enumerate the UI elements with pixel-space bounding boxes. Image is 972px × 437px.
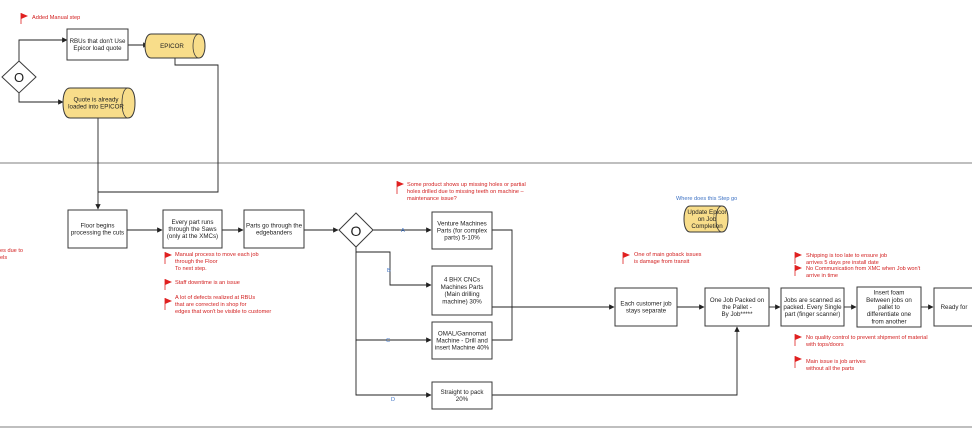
note-xmc-communication: No Communication from XMC when Job won't… — [794, 265, 921, 279]
svg-text:A lot of defects realized at R: A lot of defects realized at RBUs — [175, 295, 255, 301]
edge-omal-to-separate — [492, 307, 513, 341]
svg-text:arrives 5 days pre install dat: arrives 5 days pre install date — [806, 260, 879, 266]
svg-text:through the Floor: through the Floor — [175, 259, 218, 265]
edge-gate-to-bhx — [355, 245, 432, 288]
svg-text:that are corrected in shop for: that are corrected in shop for — [175, 302, 247, 308]
svg-text:No quality control to prevent: No quality control to prevent shipment o… — [806, 335, 928, 341]
svg-text:To next step.: To next step. — [175, 266, 207, 272]
note-manual-process: Manual process to move each job through … — [164, 252, 259, 272]
note-left-cut: es due to els — [0, 248, 23, 261]
svg-text:els: els — [0, 255, 7, 261]
node-epicor-label: EPICOR — [160, 43, 184, 50]
node-ready[interactable]: Ready for — [933, 287, 972, 327]
svg-text:Staff downtime is an issue: Staff downtime is an issue — [175, 280, 240, 286]
edge-label-a: A — [401, 228, 405, 234]
edge-straight-to-pallet — [492, 326, 740, 396]
svg-text:without all the parts: without all the parts — [805, 366, 854, 372]
note-staff-downtime: Staff downtime is an issue — [164, 279, 240, 290]
svg-text:No Communication from XMC when: No Communication from XMC when Job won't — [806, 266, 921, 272]
note-goback: One of main goback issues is damage from… — [622, 252, 702, 265]
svg-text:es due to: es due to — [0, 248, 23, 254]
gateway-top[interactable]: O — [1, 60, 37, 94]
svg-text:is damage from transit: is damage from transit — [634, 259, 690, 265]
gateway-mid[interactable]: O — [338, 212, 374, 248]
note-main-issue: Main issue is job arrives without all th… — [794, 356, 866, 372]
note-defects: A lot of defects realized at RBUs that a… — [164, 295, 271, 315]
svg-text:Manual process to move each jo: Manual process to move each job — [175, 252, 259, 258]
edge-venture-to-separate — [492, 229, 513, 307]
gateway-top-label: O — [14, 70, 24, 85]
gateway-mid-label: O — [351, 223, 362, 239]
svg-text:holes drilled due to missing t: holes drilled due to missing teeth on ma… — [407, 189, 524, 195]
edge-gate-to-straight — [355, 340, 432, 398]
edge-gate-to-omal — [355, 252, 432, 343]
svg-text:arrive in time: arrive in time — [806, 273, 838, 279]
svg-text:One of main goback issues: One of main goback issues — [634, 252, 702, 258]
svg-text:Some product shows up missing: Some product shows up missing holes or p… — [407, 182, 526, 188]
edge-label-c: C — [386, 338, 390, 344]
svg-text:Main issue is job arrives: Main issue is job arrives — [806, 359, 866, 365]
edge-epicor-to-floor — [98, 58, 219, 193]
svg-text:Added Manual step: Added Manual step — [32, 15, 80, 21]
note-shipping: Shipping is too late to ensure job arriv… — [794, 252, 887, 266]
edge-gate-to-quote — [18, 93, 64, 105]
svg-text:edges that won't be visible to: edges that won't be visible to customer — [175, 309, 271, 315]
node-epicor[interactable]: EPICOR — [144, 33, 206, 59]
note-where-step: Where does this Step go — [676, 196, 737, 202]
svg-text:maintenance issue?: maintenance issue? — [407, 196, 457, 202]
edge-label-b: B — [387, 268, 391, 274]
node-ready-label: Ready for — [941, 304, 968, 311]
edge-gate-to-rbus — [18, 37, 68, 61]
edge-label-d: D — [391, 397, 395, 403]
connectors — [18, 37, 934, 398]
note-quality-control: No quality control to prevent shipment o… — [794, 334, 928, 348]
svg-text:with tops/doors: with tops/doors — [805, 342, 844, 348]
note-added-manual-step: Added Manual step — [20, 13, 80, 24]
note-missing-holes: Some product shows up missing holes or p… — [396, 181, 526, 202]
svg-text:Shipping is too late to ensure: Shipping is too late to ensure job — [806, 253, 887, 259]
